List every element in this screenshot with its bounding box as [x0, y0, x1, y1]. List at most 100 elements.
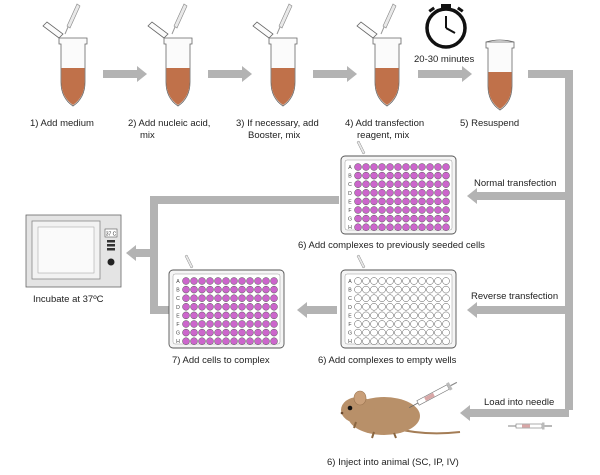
plate-well	[418, 206, 426, 214]
plate-well	[246, 311, 254, 320]
plate-well	[206, 337, 214, 345]
plate-well	[394, 197, 402, 206]
plate-well	[418, 294, 426, 302]
plate-well	[214, 303, 222, 311]
plate-well	[394, 337, 402, 345]
plate-well	[238, 285, 246, 294]
plate-well	[434, 189, 442, 197]
plate-well	[434, 337, 442, 345]
plate-well	[394, 180, 402, 188]
plate-well	[394, 277, 402, 285]
syringe-small-icon	[508, 422, 552, 430]
plate-well	[354, 180, 362, 188]
plate-well	[394, 206, 402, 214]
plate-well	[426, 197, 434, 206]
plate-well	[378, 320, 386, 328]
plate-well	[238, 294, 246, 302]
plate-well	[378, 171, 386, 180]
plate-row-label: D	[348, 191, 352, 197]
plate-well	[402, 320, 410, 328]
plate-well	[394, 303, 402, 311]
plate-well	[182, 337, 190, 345]
plate-well	[262, 311, 270, 320]
plate-well	[434, 311, 442, 320]
plate-well	[230, 320, 238, 328]
plate-well	[354, 303, 362, 311]
plate-well	[426, 171, 434, 180]
plate-well	[378, 214, 386, 223]
plate-well	[442, 180, 450, 188]
plate-well	[402, 180, 410, 188]
plate-well	[222, 277, 230, 285]
plate-row-label: B	[176, 288, 180, 294]
plate-well	[370, 206, 378, 214]
plate-well	[362, 294, 370, 302]
plate-well	[198, 277, 206, 285]
step-2-label-line2: mix	[140, 130, 155, 141]
plate-row-label: G	[348, 331, 352, 337]
plate-well	[418, 303, 426, 311]
plate-well	[206, 303, 214, 311]
plate-well	[386, 189, 394, 197]
plate-well	[410, 337, 418, 345]
plate-well	[370, 320, 378, 328]
plate-well	[190, 277, 198, 285]
plate-well	[254, 277, 262, 285]
plate-row-label: A	[176, 279, 180, 285]
plate-well	[434, 171, 442, 180]
step-4-label-line2: reagent, mix	[357, 130, 410, 141]
mouse-icon	[340, 390, 461, 439]
plate-row-label: G	[348, 217, 352, 223]
plate-well	[434, 303, 442, 311]
plate-row-label: B	[348, 174, 352, 180]
plate-well	[442, 171, 450, 180]
plate-well	[206, 311, 214, 320]
plate-well	[230, 328, 238, 337]
plate-row-label: F	[348, 322, 351, 328]
plate-well	[418, 197, 426, 206]
plate-well	[378, 189, 386, 197]
plate-well	[402, 163, 410, 171]
plate-well	[410, 328, 418, 337]
plate-well	[270, 285, 278, 294]
plate-well	[222, 303, 230, 311]
plate-row-label: E	[176, 313, 180, 319]
plate-well	[362, 197, 370, 206]
plate-well	[402, 197, 410, 206]
plate-well	[378, 206, 386, 214]
plate-well	[378, 180, 386, 188]
plate-well	[182, 294, 190, 302]
plate-well	[362, 223, 370, 231]
plate-well	[262, 328, 270, 337]
plate-well	[206, 320, 214, 328]
plate-well	[402, 337, 410, 345]
plate-well	[434, 180, 442, 188]
plate-well	[238, 303, 246, 311]
incubate-label: Incubate at 37ºC	[33, 294, 104, 305]
plate-well	[262, 285, 270, 294]
plate-well	[246, 320, 254, 328]
plate-well	[386, 214, 394, 223]
plate-well	[394, 189, 402, 197]
plate-well	[402, 303, 410, 311]
plate-well	[370, 189, 378, 197]
plate-well	[410, 206, 418, 214]
plate-well	[246, 277, 254, 285]
normal-transfection-label: Normal transfection	[474, 178, 557, 189]
plate-well	[434, 285, 442, 294]
plate-well	[442, 277, 450, 285]
step-5-label: 5) Resuspend	[460, 118, 520, 129]
plate-well	[442, 294, 450, 302]
incubator-icon: 37 C	[25, 214, 122, 288]
plate-well	[190, 328, 198, 337]
plate-well	[402, 171, 410, 180]
plate-well	[442, 303, 450, 311]
plate-well	[434, 294, 442, 302]
plate-well	[418, 171, 426, 180]
plate-well	[354, 206, 362, 214]
plate-well	[270, 328, 278, 337]
plate-well	[386, 311, 394, 320]
plate-well	[182, 277, 190, 285]
plate-well	[394, 320, 402, 328]
